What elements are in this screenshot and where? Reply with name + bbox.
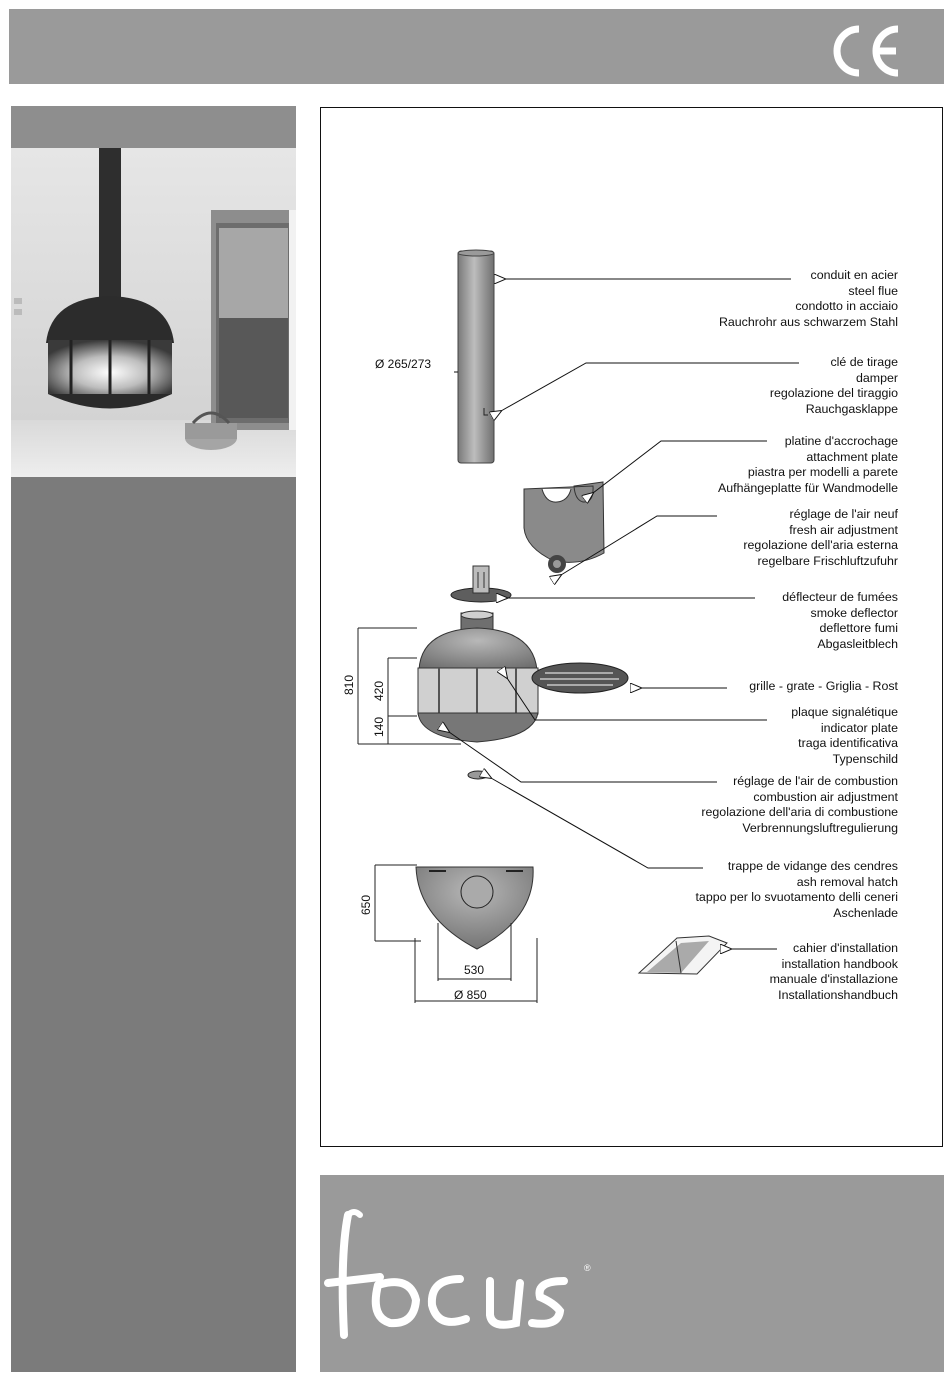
fireplace-body-part [417,610,539,743]
dim-base-height: 140 [372,716,387,738]
attachment-plate-part [523,481,605,573]
handbook-part [637,935,728,975]
ce-mark-graphic [833,25,899,77]
plan-view-part [415,866,534,950]
smoke-deflector-part [450,565,512,603]
header-bar [9,9,944,84]
ce-mark [826,21,904,86]
combustion-air-knob-part [467,770,489,780]
registered-mark: ® [584,1263,591,1273]
grate-part [531,662,629,694]
dim-total-height: 810 [342,674,357,696]
sidebar-header [11,106,296,148]
focus-logo [320,1205,620,1345]
dimension-lines [357,627,538,1003]
label-grate: grille - grate - Griglia - Rost [749,679,898,693]
dim-body-height: 420 [372,680,387,702]
dim-flue-diameter: Ø 265/273 [375,357,432,371]
dim-outer-diameter: Ø 850 [454,988,487,1002]
steel-flue-part [457,249,495,464]
dim-inner-width: 530 [464,963,485,977]
leader-lines [449,279,799,949]
sidebar [11,106,296,1372]
product-photo [11,148,296,477]
footer-bar: ® focus [320,1175,944,1372]
dim-depth: 650 [359,894,374,916]
diagram-drawing [357,249,799,1003]
